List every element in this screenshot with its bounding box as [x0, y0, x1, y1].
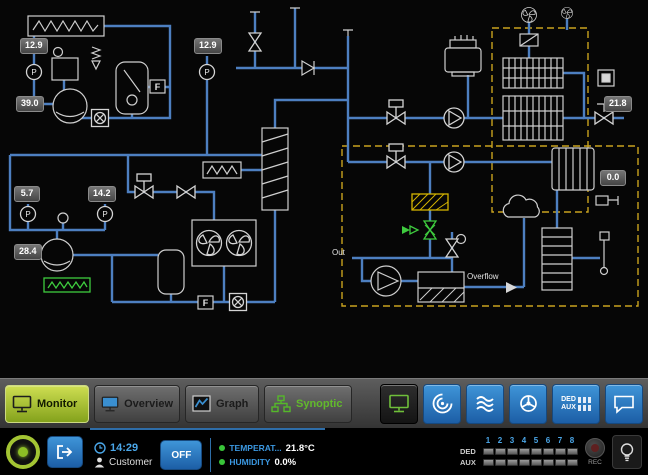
sensor-badge: 0.0 [600, 170, 626, 186]
manual-control-button[interactable] [509, 383, 547, 424]
tab-synoptic-label: Synoptic [296, 397, 343, 410]
humidity-label: HUMIDITY [229, 457, 271, 467]
synoptic-tree-icon [271, 394, 291, 412]
tab-graph[interactable]: Graph [185, 384, 259, 423]
messages-button[interactable] [605, 383, 643, 424]
sensor-badge: 28.4 [14, 244, 42, 260]
light-button[interactable] [612, 434, 642, 469]
aux-label: AUX [561, 404, 576, 411]
tab-overview-label: Overview [124, 397, 173, 410]
flow-meter-letter: F [203, 298, 209, 308]
aux-channel-segment [482, 459, 494, 466]
rec-button[interactable]: REC [585, 437, 605, 466]
synoptic-diagram: P [8, 7, 639, 312]
ded-channel-segment [506, 448, 518, 455]
pipes [8, 8, 624, 304]
sensor-badge: 12.9 [20, 38, 48, 54]
toolbar-right-cluster: DED AUX [380, 383, 643, 424]
humidity-status-dot [219, 459, 226, 465]
aux-row-label: AUX [460, 458, 476, 467]
ded-channel-segment [518, 448, 530, 455]
mode-spiral-button[interactable] [423, 383, 461, 424]
channel-number: 7 [557, 436, 563, 445]
power-button[interactable] [6, 434, 40, 469]
out-label: Out [332, 248, 345, 257]
ded-channel-segment [566, 448, 578, 455]
ded-channel-segment [482, 448, 494, 455]
io-channel-panel: 1 2 3 4 5 6 7 8 DED AUX [460, 436, 578, 467]
aux-channel-segment [542, 459, 554, 466]
ded-channel-segment [494, 448, 506, 455]
status-bar: 14:29 Customer OFF TEMPERAT... 21.8°C [0, 428, 648, 475]
overflow-label: Overflow [467, 272, 499, 281]
rec-label: REC [588, 458, 602, 466]
ded-label: DED [561, 396, 576, 403]
channel-number: 6 [545, 436, 551, 445]
graph-icon [192, 395, 211, 412]
view-toolbar: Monitor Overview Graph [0, 378, 648, 428]
sensor-badge: 21.8 [604, 96, 632, 112]
tab-monitor-label: Monitor [37, 397, 78, 410]
temperature-status-dot [219, 445, 226, 451]
ded-channel-segment [530, 448, 542, 455]
aux-channel-segment [506, 459, 518, 466]
screen-view-button[interactable] [380, 383, 418, 424]
channel-number: 5 [533, 436, 539, 445]
channel-number: 2 [497, 436, 503, 445]
channel-number: 1 [485, 436, 491, 445]
flow-meter-letter: F [155, 82, 161, 92]
sensor-badge: 39.0 [16, 96, 44, 112]
ded-aux-button[interactable]: DED AUX [552, 383, 600, 424]
ded-row-label: DED [460, 447, 476, 456]
aux-channel-segment [530, 459, 542, 466]
lightbulb-icon [620, 442, 634, 461]
clock-icon [94, 442, 106, 454]
clock-time: 14:29 [110, 442, 139, 454]
green-elements [43, 220, 438, 293]
tab-synoptic[interactable]: Synoptic [264, 384, 352, 423]
waves-icon [476, 395, 494, 412]
off-button[interactable]: OFF [160, 440, 203, 470]
power-indicator [18, 446, 28, 457]
user-icon [94, 457, 105, 468]
aux-channel-segment [494, 459, 506, 466]
zone-boundaries [341, 27, 639, 307]
equipment: F [27, 7, 619, 310]
monitor-icon [12, 395, 32, 412]
aux-channel-segment [554, 459, 566, 466]
sensor-badge: 12.9 [194, 38, 222, 54]
tab-graph-label: Graph [216, 397, 249, 410]
temperature-label: TEMPERAT... [229, 443, 282, 453]
humidity-value: 0.0% [274, 456, 297, 468]
ded-channel-segment [554, 448, 566, 455]
alarm-unit [411, 193, 449, 211]
divider [210, 438, 212, 472]
ded-channel-segment [542, 448, 554, 455]
channel-number: 8 [569, 436, 575, 445]
channel-number: 3 [509, 436, 515, 445]
overview-monitor-icon [101, 396, 119, 411]
chat-bubble-icon [614, 395, 634, 414]
temperature-value: 21.8°C [285, 442, 315, 454]
handwheel-icon [519, 395, 537, 412]
current-user: Customer [109, 457, 153, 468]
tab-overview[interactable]: Overview [94, 384, 180, 423]
spiral-icon [432, 393, 452, 414]
rec-indicator [585, 437, 605, 458]
logout-icon [57, 444, 73, 459]
aux-channel-segment [566, 459, 578, 466]
channel-number: 4 [521, 436, 527, 445]
exit-button[interactable] [47, 435, 83, 468]
layers-button[interactable] [466, 383, 504, 424]
sensor-badge: 14.2 [88, 186, 116, 202]
tab-monitor[interactable]: Monitor [5, 384, 89, 423]
aux-channel-segment [518, 459, 530, 466]
session-info-group: 14:29 Customer OFF TEMPERAT... 21.8°C [90, 428, 325, 475]
piping-schematic: P [8, 7, 639, 312]
green-monitor-icon [389, 394, 409, 413]
sensor-badge: 5.7 [14, 186, 40, 202]
